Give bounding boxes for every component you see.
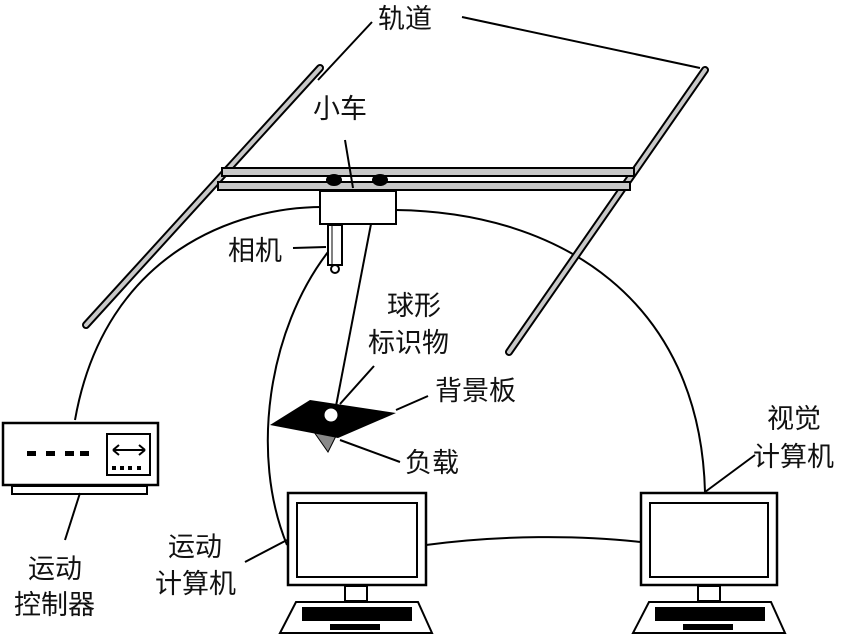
label-motion-controller-line1: 运动 <box>28 554 82 585</box>
label-background-board: 背景板 <box>435 376 516 407</box>
label-load: 负载 <box>405 448 459 479</box>
motion-computer <box>278 491 434 634</box>
cart <box>319 190 397 225</box>
label-vision-computer-line2: 计算机 <box>753 442 834 473</box>
pendulum-rod <box>335 223 372 407</box>
label-track: 轨道 <box>378 4 432 35</box>
cable-camera-to-motion-computer <box>266 251 329 546</box>
vision-computer <box>631 491 787 634</box>
label-motion-computer-line1: 运动 <box>168 532 222 563</box>
label-marker-line2: 标识物 <box>368 328 449 359</box>
cart-wheel-icon <box>326 174 342 186</box>
label-marker-line1: 球形 <box>387 291 441 322</box>
label-motion-controller-line2: 控制器 <box>14 590 95 621</box>
leader-lines <box>64 16 756 563</box>
cart-wheel-icon <box>372 174 388 186</box>
cross-beam <box>217 167 635 191</box>
right-rail <box>505 66 709 356</box>
label-cart: 小车 <box>313 94 367 125</box>
label-motion-computer-line2: 计算机 <box>155 569 236 600</box>
cable-between-computers <box>425 536 642 546</box>
label-vision-computer-line1: 视觉 <box>767 404 821 435</box>
left-rail <box>82 64 324 329</box>
camera-icon <box>327 224 343 274</box>
spherical-marker <box>323 407 339 423</box>
label-camera: 相机 <box>228 236 282 267</box>
cable-controller-to-vision <box>74 206 706 493</box>
motion-controller <box>1 421 160 495</box>
